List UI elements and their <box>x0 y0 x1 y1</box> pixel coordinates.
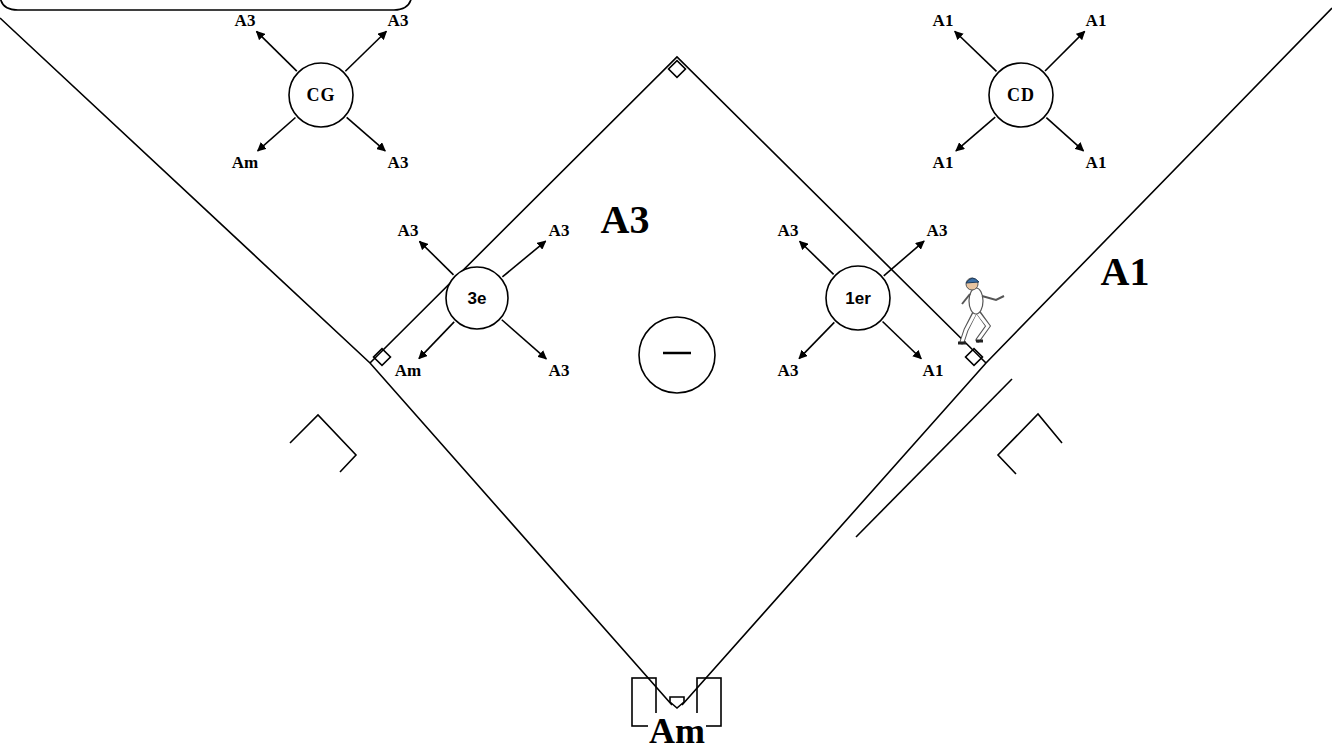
first-base-line <box>682 8 1332 705</box>
circle-shape <box>989 63 1053 127</box>
position-code: 1er <box>845 290 871 307</box>
coverage-arrow <box>800 241 834 274</box>
umpire-label: A3 <box>926 222 949 239</box>
umpire-circle: CG <box>288 62 354 128</box>
umpire-label: A1 <box>1085 12 1108 29</box>
umpire-label: A1 <box>932 12 955 29</box>
umpire-label: A3 <box>234 12 257 29</box>
coach-box <box>290 415 356 472</box>
base-mark <box>374 349 391 366</box>
circle-shape <box>289 63 353 127</box>
umpire-label: A3 <box>548 362 571 379</box>
umpire-label: A3 <box>777 362 800 379</box>
coverage-arrow <box>1046 118 1083 151</box>
coverage-arrow <box>256 31 296 71</box>
field-lines <box>0 0 1332 726</box>
coverage-arrow <box>258 117 296 150</box>
coverage-arrow <box>502 241 545 277</box>
running-lane <box>856 379 1012 537</box>
zone-label: Am <box>648 713 706 749</box>
coverage-arrow <box>883 322 922 359</box>
coverage-arrow <box>502 320 547 359</box>
home-plate <box>670 697 684 708</box>
position-code: CG <box>307 86 336 104</box>
umpire-label: A3 <box>548 222 571 239</box>
coverage-arrow <box>955 31 997 71</box>
coverage-arrow <box>956 117 995 151</box>
coverage-arrow <box>419 322 454 359</box>
umpire-label: Am <box>231 154 259 171</box>
coverage-arrow <box>419 241 453 275</box>
umpire-label: A1 <box>1085 154 1108 171</box>
title-frame <box>0 0 412 10</box>
coverage-arrow <box>799 322 834 358</box>
zone-label: A1 <box>1100 252 1151 292</box>
umpire-label: A3 <box>387 12 410 29</box>
umpire-label: Am <box>394 362 422 379</box>
runner-figure <box>958 278 1004 343</box>
umpire-circle: 3e <box>445 266 509 330</box>
base-mark <box>669 61 686 78</box>
coach-box <box>998 414 1062 474</box>
circle-shape <box>446 267 508 329</box>
umpire-label: A1 <box>922 362 945 379</box>
coverage-arrow <box>345 31 386 71</box>
coverage-arrow <box>1045 31 1085 71</box>
coverage-arrow <box>347 117 386 151</box>
coverage-arrow <box>884 241 924 276</box>
umpire-label: A3 <box>777 222 800 239</box>
position-code: 3e <box>468 290 487 307</box>
umpire-label: A3 <box>397 222 420 239</box>
umpire-label: A3 <box>387 154 410 171</box>
base-mark <box>966 349 983 366</box>
zone-label: A3 <box>600 200 651 240</box>
umpire-label: A1 <box>932 154 955 171</box>
position-code: CD <box>1007 86 1035 104</box>
third-base-line <box>0 18 672 705</box>
umpire-circle: 1er <box>825 265 891 331</box>
circle-shape <box>826 266 890 330</box>
pitcher-circle <box>639 317 715 393</box>
umpire-circle: CD <box>988 62 1054 128</box>
pitcher-plate <box>663 352 691 355</box>
